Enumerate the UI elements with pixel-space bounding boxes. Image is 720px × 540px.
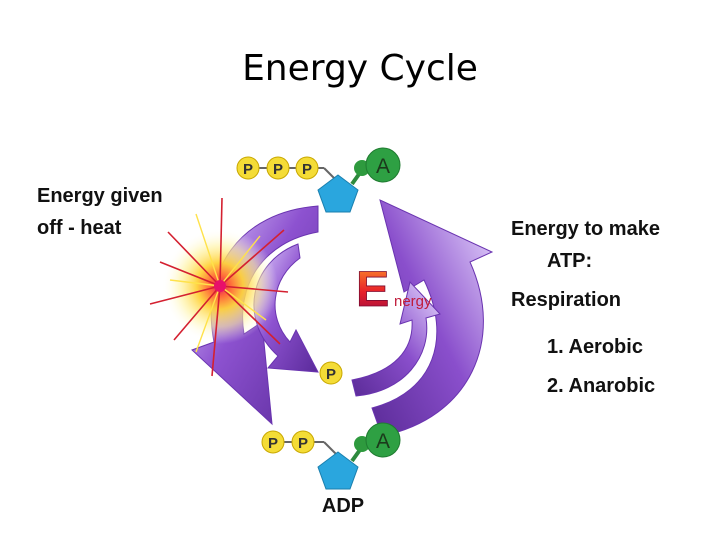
left-outer-arrow bbox=[191, 205, 319, 426]
energy-logo-text: nergy bbox=[394, 293, 432, 310]
phosphate-icon bbox=[236, 156, 260, 180]
respiration-item-aerobic: 1. Aerobic bbox=[547, 336, 643, 358]
ribose-pentagon-icon bbox=[317, 451, 359, 490]
respiration-heading: Respiration bbox=[511, 289, 621, 311]
adp-molecule: P P A ADP bbox=[261, 422, 401, 517]
heat-burst-icon bbox=[149, 197, 289, 377]
atp-phosphate-3: P bbox=[302, 161, 312, 178]
energy-logo-letter: E bbox=[356, 261, 389, 317]
free-phosphate-label: P bbox=[326, 366, 336, 383]
phosphate-icon bbox=[266, 156, 290, 180]
atp-phosphate-1: P bbox=[243, 161, 253, 178]
atp-label-line1: Energy to make bbox=[511, 218, 660, 240]
right-inner-arrow bbox=[351, 280, 441, 397]
phosphate-icon bbox=[291, 430, 315, 454]
free-phosphate: P bbox=[319, 361, 343, 385]
phosphate-icon bbox=[261, 430, 285, 454]
phosphate-icon bbox=[295, 156, 319, 180]
atp-molecule: P P P A bbox=[236, 147, 401, 213]
heat-label-line1: Energy given bbox=[37, 185, 163, 207]
adp-label: ADP bbox=[322, 495, 364, 517]
adp-phosphate-1: P bbox=[268, 435, 278, 452]
heat-label-line2: off - heat bbox=[37, 217, 122, 239]
adp-adenine-label: A bbox=[376, 430, 390, 453]
respiration-item-anaerobic: 2. Anarobic bbox=[547, 375, 655, 397]
phosphate-icon bbox=[319, 361, 343, 385]
adenine-icon bbox=[365, 422, 401, 458]
atp-adenine-label: A bbox=[376, 155, 390, 178]
energy-logo: E nergy bbox=[356, 261, 432, 318]
right-outer-arrow bbox=[371, 199, 494, 437]
ribose-pentagon-icon bbox=[317, 174, 359, 213]
adenine-icon bbox=[365, 147, 401, 183]
adp-phosphate-2: P bbox=[298, 435, 308, 452]
page-title: Energy Cycle bbox=[242, 48, 478, 89]
atp-label-line2: ATP: bbox=[547, 250, 592, 272]
atp-phosphate-2: P bbox=[273, 161, 283, 178]
